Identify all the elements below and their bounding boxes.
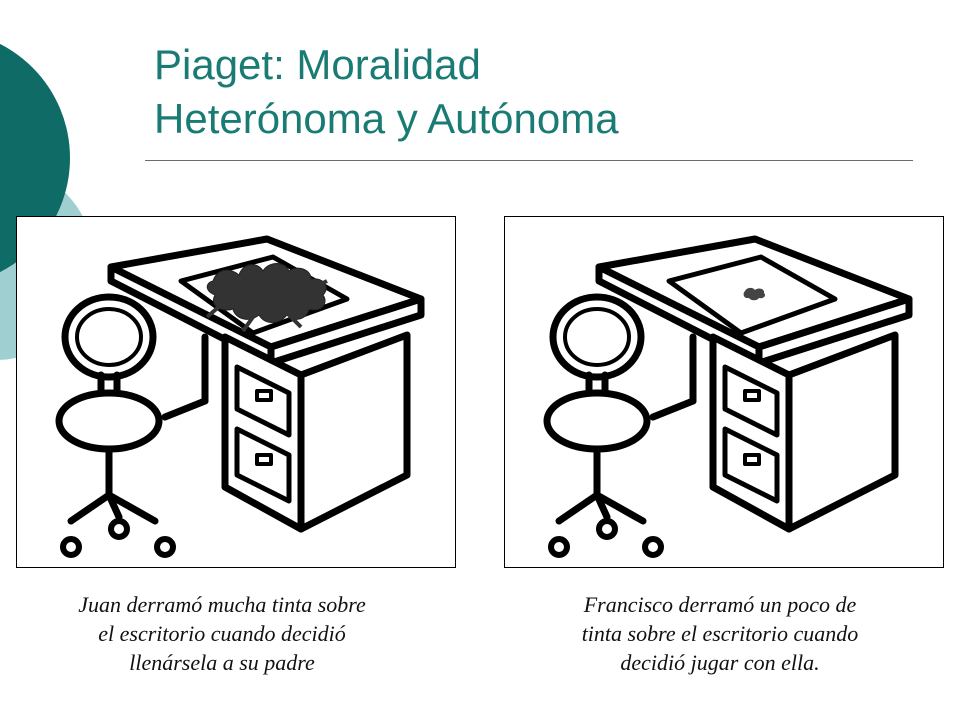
- desk-leg-foot: [161, 397, 209, 421]
- drawer-handle: [255, 453, 273, 466]
- drawer-cabinet-side: [785, 331, 899, 533]
- slide-title: Piaget: Moralidad Heterónoma y Autónoma: [154, 38, 619, 146]
- title-divider: [145, 160, 913, 161]
- chair-backrest-inner: [75, 307, 143, 367]
- drawer-cabinet-side: [297, 331, 411, 533]
- large-ink-spill: [206, 263, 327, 323]
- title-line-1: Piaget: Moralidad: [154, 41, 481, 88]
- chair-wheel: [108, 518, 130, 540]
- desk-chair-illustration: [55, 235, 425, 558]
- dark-teal-circle: [0, 43, 70, 273]
- desk-chair-illustration: [543, 235, 913, 558]
- chair-seat: [55, 389, 163, 453]
- chair-wheel: [548, 536, 570, 558]
- ink-splatter: [205, 279, 328, 333]
- drawer-lower: [234, 426, 292, 504]
- caption-juan: Juan derramó mucha tinta sobre el escrit…: [78, 592, 366, 675]
- chair-wheel: [596, 518, 618, 540]
- caption-francisco: Francisco derramó un poco de tinta sobre…: [581, 592, 859, 675]
- desk-leg-foot: [649, 397, 697, 421]
- chair-seat: [543, 389, 651, 453]
- illustration-panel-small-spill: [504, 216, 944, 568]
- chair-base: [67, 491, 159, 525]
- drawer-handle: [255, 389, 273, 402]
- illustration-panel-large-spill: [16, 216, 456, 568]
- drawer-handle: [743, 389, 761, 402]
- chair-wheel: [154, 536, 176, 558]
- chair-backrest-inner: [563, 307, 631, 367]
- title-line-2: Heterónoma y Autónoma: [154, 95, 619, 142]
- chair-wheel: [60, 536, 82, 558]
- small-ink-spill: [743, 287, 766, 301]
- drawer-handle: [743, 453, 761, 466]
- drawer-upper: [722, 364, 780, 438]
- drawer-lower: [722, 426, 780, 504]
- chair-wheel: [642, 536, 664, 558]
- drawer-upper: [234, 364, 292, 438]
- chair-base: [555, 491, 647, 525]
